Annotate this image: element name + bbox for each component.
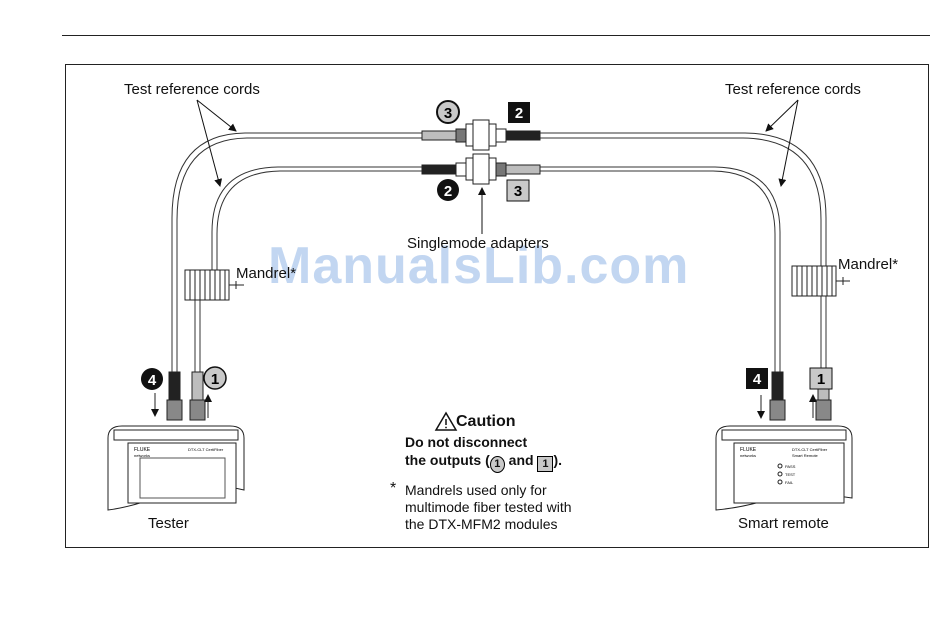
caution-line-2: the outputs (1 and 1). bbox=[405, 453, 562, 473]
led-fail-icon bbox=[777, 479, 783, 485]
remote-model: DTX-CLT CertiFiber bbox=[792, 447, 828, 452]
label-singlemode-adapters: Singlemode adapters bbox=[407, 235, 549, 252]
label-test-reference-cords-left: Test reference cords bbox=[124, 81, 260, 98]
note-asterisk: * bbox=[390, 480, 397, 497]
singlemode-adapter-middle bbox=[421, 153, 541, 185]
marker-right-square: 1 bbox=[809, 367, 833, 390]
outer-cord bbox=[171, 132, 827, 372]
inner-cord bbox=[194, 166, 781, 372]
warning-triangle-icon bbox=[434, 411, 458, 431]
svg-text:4: 4 bbox=[753, 371, 762, 388]
marker-top-circle: 3 bbox=[436, 100, 460, 124]
note-line-2: multimode fiber tested with bbox=[405, 499, 572, 515]
svg-text:2: 2 bbox=[444, 183, 452, 200]
led-pass-label: PASS bbox=[785, 464, 796, 469]
tester-device: FLUKE networks DTX-CLT CertiFiber bbox=[107, 425, 245, 511]
svg-text:3: 3 bbox=[514, 183, 522, 200]
tester-brand-sub: networks bbox=[134, 453, 150, 458]
svg-text:1: 1 bbox=[817, 371, 825, 388]
marker-left-circle: 1 bbox=[203, 366, 227, 390]
label-mandrel-left: Mandrel* bbox=[236, 265, 297, 282]
svg-text:3: 3 bbox=[444, 105, 452, 122]
label-mandrel-right: Mandrel* bbox=[838, 256, 899, 273]
marker-mid-circle: 2 bbox=[437, 179, 459, 201]
marker-top-square: 2 bbox=[508, 102, 530, 123]
header-rule bbox=[62, 35, 930, 36]
marker-left-black-circle: 4 bbox=[141, 368, 163, 390]
smart-remote-device: FLUKE networks DTX-CLT CertiFiber Smart … bbox=[715, 425, 853, 511]
figure-frame bbox=[65, 64, 929, 548]
tester-model: DTX-CLT CertiFiber bbox=[188, 447, 224, 452]
note-line-3: the DTX-MFM2 modules bbox=[405, 516, 558, 532]
led-fail-label: FAIL bbox=[785, 480, 794, 485]
marker-mid-square: 3 bbox=[506, 179, 530, 202]
remote-brand: FLUKE bbox=[740, 447, 757, 453]
output-1-square-icon: 1 bbox=[537, 456, 554, 472]
svg-text:4: 4 bbox=[148, 372, 157, 389]
marker-right-black-square: 4 bbox=[746, 368, 768, 389]
svg-text:1: 1 bbox=[211, 371, 219, 388]
note-line-1: Mandrels used only for bbox=[405, 482, 547, 498]
caution-line-1: Do not disconnect bbox=[405, 434, 528, 450]
label-smart-remote: Smart remote bbox=[738, 515, 829, 532]
watermark: ManualsLib.com bbox=[268, 237, 690, 295]
leader-lines bbox=[196, 99, 799, 234]
output-1-circle-icon: 1 bbox=[489, 456, 505, 473]
mandrel-left bbox=[184, 269, 244, 301]
led-pass-icon bbox=[777, 463, 783, 469]
label-test-reference-cords-right: Test reference cords bbox=[725, 81, 861, 98]
remote-brand-sub: networks bbox=[740, 453, 756, 458]
caution-title: Caution bbox=[456, 413, 516, 430]
label-tester: Tester bbox=[148, 515, 189, 532]
remote-model-sub: Smart Remote bbox=[792, 453, 819, 458]
singlemode-adapter-top bbox=[421, 119, 541, 151]
mandrel-right bbox=[791, 265, 850, 297]
led-test-icon bbox=[777, 471, 783, 477]
tester-brand: FLUKE bbox=[134, 447, 151, 453]
tester-connectors bbox=[151, 371, 212, 421]
led-test-label: TEST bbox=[785, 472, 796, 477]
svg-text:2: 2 bbox=[515, 105, 523, 122]
